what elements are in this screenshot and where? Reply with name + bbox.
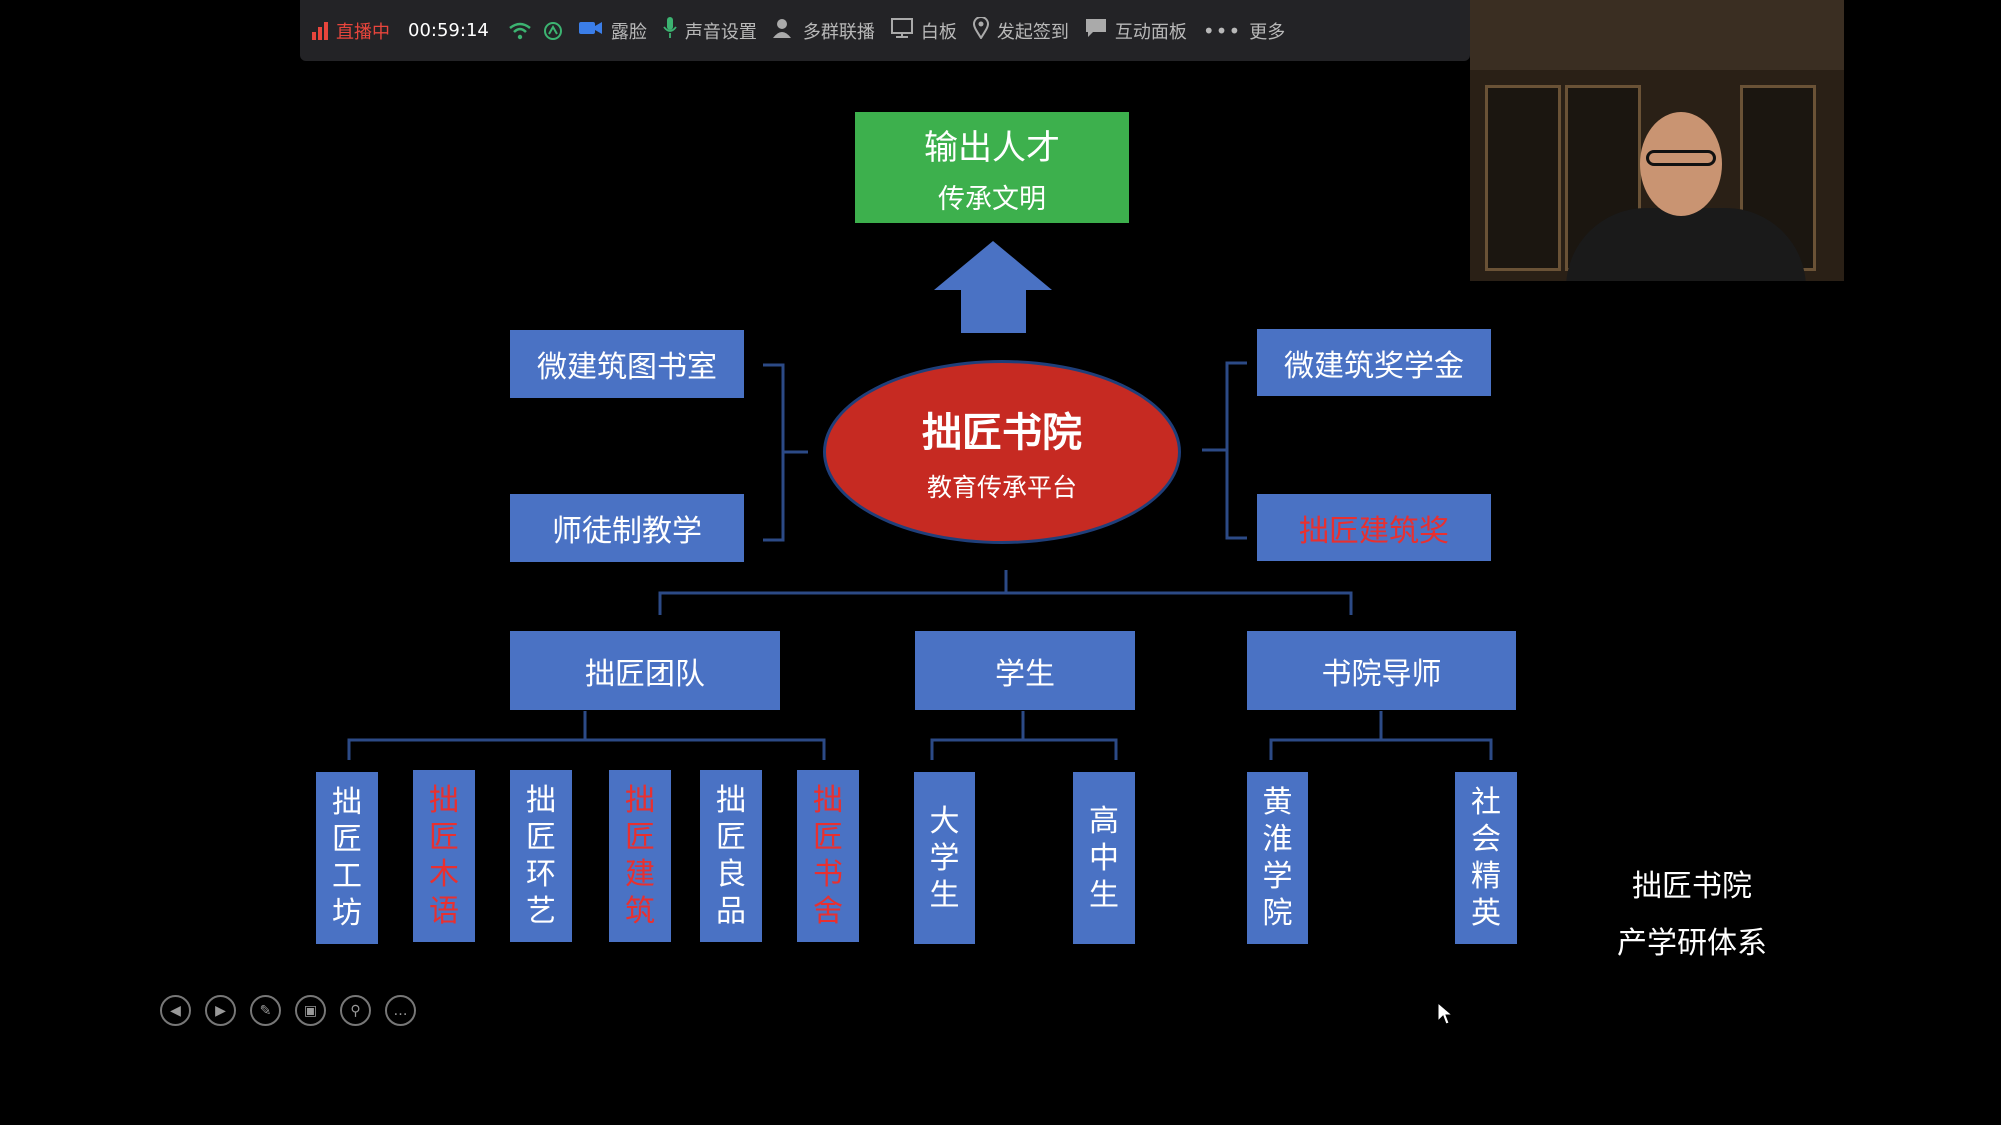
live-status: 直播中 xyxy=(312,18,390,44)
multi-group-button[interactable]: 多群联播 xyxy=(772,18,875,44)
output-box: 输出人才 传承文明 xyxy=(855,112,1129,223)
wifi-icon[interactable] xyxy=(509,22,531,40)
academy-title: 拙匠书院 xyxy=(922,410,1082,456)
interaction-panel-button[interactable]: 互动面板 xyxy=(1085,18,1187,44)
output-title: 输出人才 xyxy=(924,127,1060,168)
live-label: 直播中 xyxy=(336,21,390,43)
slides-icon[interactable]: ▣ xyxy=(295,995,326,1026)
more-button[interactable]: ••• 更多 xyxy=(1202,18,1286,43)
tutors-box: 书院导师 xyxy=(1247,631,1516,710)
leaf-social-elite: 社会精英 xyxy=(1455,772,1517,944)
leaf-landscape: 拙匠环艺 xyxy=(510,770,572,942)
zoom-icon[interactable]: ⚲ xyxy=(340,995,371,1026)
caption-line-2: 产学研体系 xyxy=(1617,926,1767,961)
beauty-icon[interactable] xyxy=(543,21,563,41)
slide-caption: 拙匠书院 产学研体系 xyxy=(1592,858,1792,972)
more-dots-icon: ••• xyxy=(1202,18,1242,43)
leaf-university-students: 大学生 xyxy=(914,772,975,944)
leaf-woodwork: 拙匠木语 xyxy=(413,770,475,942)
academy-ellipse: 拙匠书院 教育传承平台 xyxy=(823,360,1181,544)
leaf-architecture: 拙匠建筑 xyxy=(609,770,671,942)
architecture-award-box: 拙匠建筑奖 xyxy=(1257,494,1491,561)
leaf-bookhouse: 拙匠书舍 xyxy=(797,770,859,942)
pen-icon[interactable]: ✎ xyxy=(250,995,281,1026)
signal-bars-icon xyxy=(312,21,328,40)
scholarship-box: 微建筑奖学金 xyxy=(1257,329,1491,396)
output-subtitle: 传承文明 xyxy=(938,183,1046,215)
live-timer: 00:59:14 xyxy=(408,20,489,41)
chat-icon xyxy=(1085,18,1107,43)
presenter-body xyxy=(1566,208,1806,281)
location-icon xyxy=(972,16,989,44)
audio-settings-button[interactable]: 声音设置 xyxy=(663,17,757,44)
academy-subtitle: 教育传承平台 xyxy=(926,473,1077,502)
library-box: 微建筑图书室 xyxy=(510,330,744,398)
next-icon[interactable]: ▶ xyxy=(205,995,236,1026)
leaf-goods: 拙匠良品 xyxy=(700,770,762,942)
leaf-workshop: 拙匠工坊 xyxy=(316,772,378,944)
checkin-button[interactable]: 发起签到 xyxy=(972,16,1069,44)
whiteboard-icon xyxy=(890,18,913,43)
presenter-video xyxy=(1470,0,1844,281)
previous-icon[interactable]: ◀ xyxy=(160,995,191,1026)
mentorship-box: 师徒制教学 xyxy=(510,494,744,562)
leaf-huanghuai-university: 黄淮学院 xyxy=(1247,772,1308,944)
leaf-high-school-students: 高中生 xyxy=(1073,772,1135,944)
slide-controls: ◀ ▶ ✎ ▣ ⚲ … xyxy=(160,995,416,1026)
more-icon[interactable]: … xyxy=(385,995,416,1026)
microphone-icon xyxy=(663,17,677,44)
camera-icon xyxy=(578,20,603,41)
camera-button[interactable]: 露脸 xyxy=(578,18,647,44)
mouse-cursor-icon xyxy=(1437,1002,1453,1025)
glasses xyxy=(1646,150,1716,166)
whiteboard-button[interactable]: 白板 xyxy=(890,18,957,44)
team-box: 拙匠团队 xyxy=(510,631,780,710)
up-arrow xyxy=(934,241,1052,333)
caption-line-1: 拙匠书院 xyxy=(1632,869,1752,904)
live-toolbar: 直播中 00:59:14 露脸 声音设置 多群联播 白板 发起签到 互动面板 •… xyxy=(300,0,1470,61)
students-box: 学生 xyxy=(915,631,1135,710)
people-icon xyxy=(772,18,795,43)
